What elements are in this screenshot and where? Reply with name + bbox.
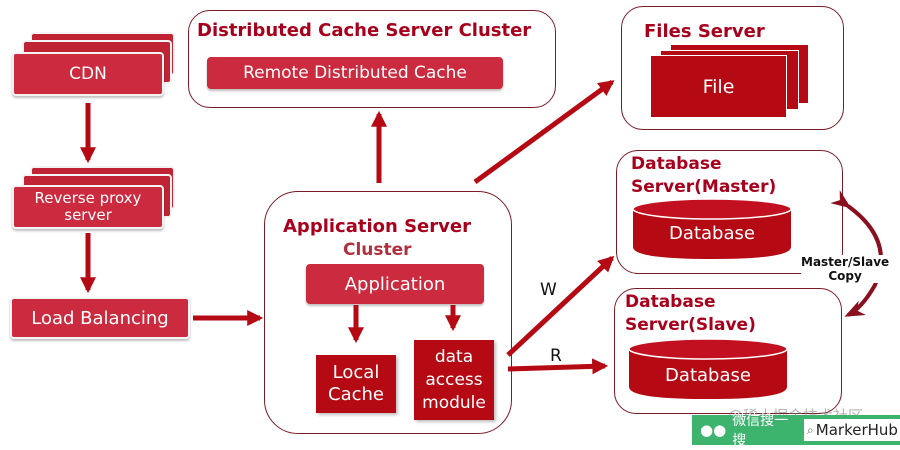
local-cache-box[interactable]: Local Cache: [316, 355, 396, 413]
wechat-icon: ●●: [700, 421, 727, 439]
app-cluster-title-line1: Application Server: [283, 216, 471, 237]
files-server-title: Files Server: [644, 21, 765, 42]
watermark-search-box[interactable]: ⌕ MarkerHub: [804, 419, 900, 441]
replication-label-line1: Master/Slave: [801, 255, 890, 269]
reverse-proxy-label: Reverse proxy server: [34, 189, 142, 224]
load-balancing-box[interactable]: Load Balancing: [10, 297, 190, 339]
db-master-title: Database Server(Master): [631, 153, 776, 199]
dam-label-line2: access: [425, 369, 483, 390]
db-slave-panel: Database Server(Slave) Database: [614, 288, 842, 414]
db-slave-title-line1: Database: [625, 292, 716, 312]
app-cluster-panel: Application Server Cluster Application L…: [264, 191, 512, 434]
db-slave-title: Database Server(Slave): [625, 291, 756, 337]
remote-cache-label: Remote Distributed Cache: [243, 63, 467, 83]
application-label: Application: [344, 273, 446, 295]
db-master-title-line1: Database: [631, 154, 722, 174]
write-label: W: [540, 280, 557, 300]
watermark-banner: ●● 微信搜一搜 ⌕ MarkerHub: [692, 413, 900, 449]
arrow-dam-to-master: [506, 255, 615, 357]
app-cluster-title-line2: Cluster: [343, 240, 412, 260]
reverse-proxy-box[interactable]: Reverse proxy server: [12, 185, 164, 229]
cache-cluster-panel: Distributed Cache Server Cluster Remote …: [188, 10, 556, 108]
db-slave-cylinder-icon: [628, 338, 788, 399]
application-box[interactable]: Application: [306, 264, 484, 304]
replication-label: Master/Slave Copy: [801, 255, 890, 283]
local-cache-label-line2: Cache: [328, 384, 384, 405]
cdn-box[interactable]: CDN: [12, 52, 164, 96]
cache-cluster-title: Distributed Cache Server Cluster: [197, 20, 532, 41]
file-box[interactable]: File: [650, 55, 787, 118]
db-master-title-line2: Server(Master): [631, 177, 777, 197]
search-icon: ⌕: [807, 422, 814, 437]
watermark-search-label: 微信搜一搜: [732, 413, 789, 449]
watermark-account: MarkerHub: [815, 421, 898, 439]
replication-label-line2: Copy: [828, 269, 862, 283]
replication-arrow: [830, 190, 883, 317]
dam-label-line3: module: [422, 392, 486, 413]
file-label: File: [702, 75, 735, 98]
local-cache-label-line1: Local: [332, 362, 380, 383]
data-access-module-box[interactable]: data access module: [414, 340, 494, 420]
db-slave-label: Database: [665, 365, 751, 386]
load-balancing-label: Load Balancing: [31, 307, 169, 329]
cdn-label: CDN: [69, 64, 107, 84]
files-server-panel: Files Server File: [621, 6, 844, 130]
arrow-app-to-files: [473, 79, 615, 185]
dam-label-line1: data: [434, 346, 474, 367]
db-master-cylinder-icon: [632, 198, 792, 259]
db-master-panel: Database Server(Master) Database: [616, 150, 843, 274]
db-slave-title-line2: Server(Slave): [625, 315, 756, 335]
db-master-label: Database: [669, 223, 755, 244]
remote-cache-box[interactable]: Remote Distributed Cache: [207, 57, 503, 89]
read-label: R: [550, 346, 562, 366]
arrow-dam-to-slave: [507, 358, 609, 375]
